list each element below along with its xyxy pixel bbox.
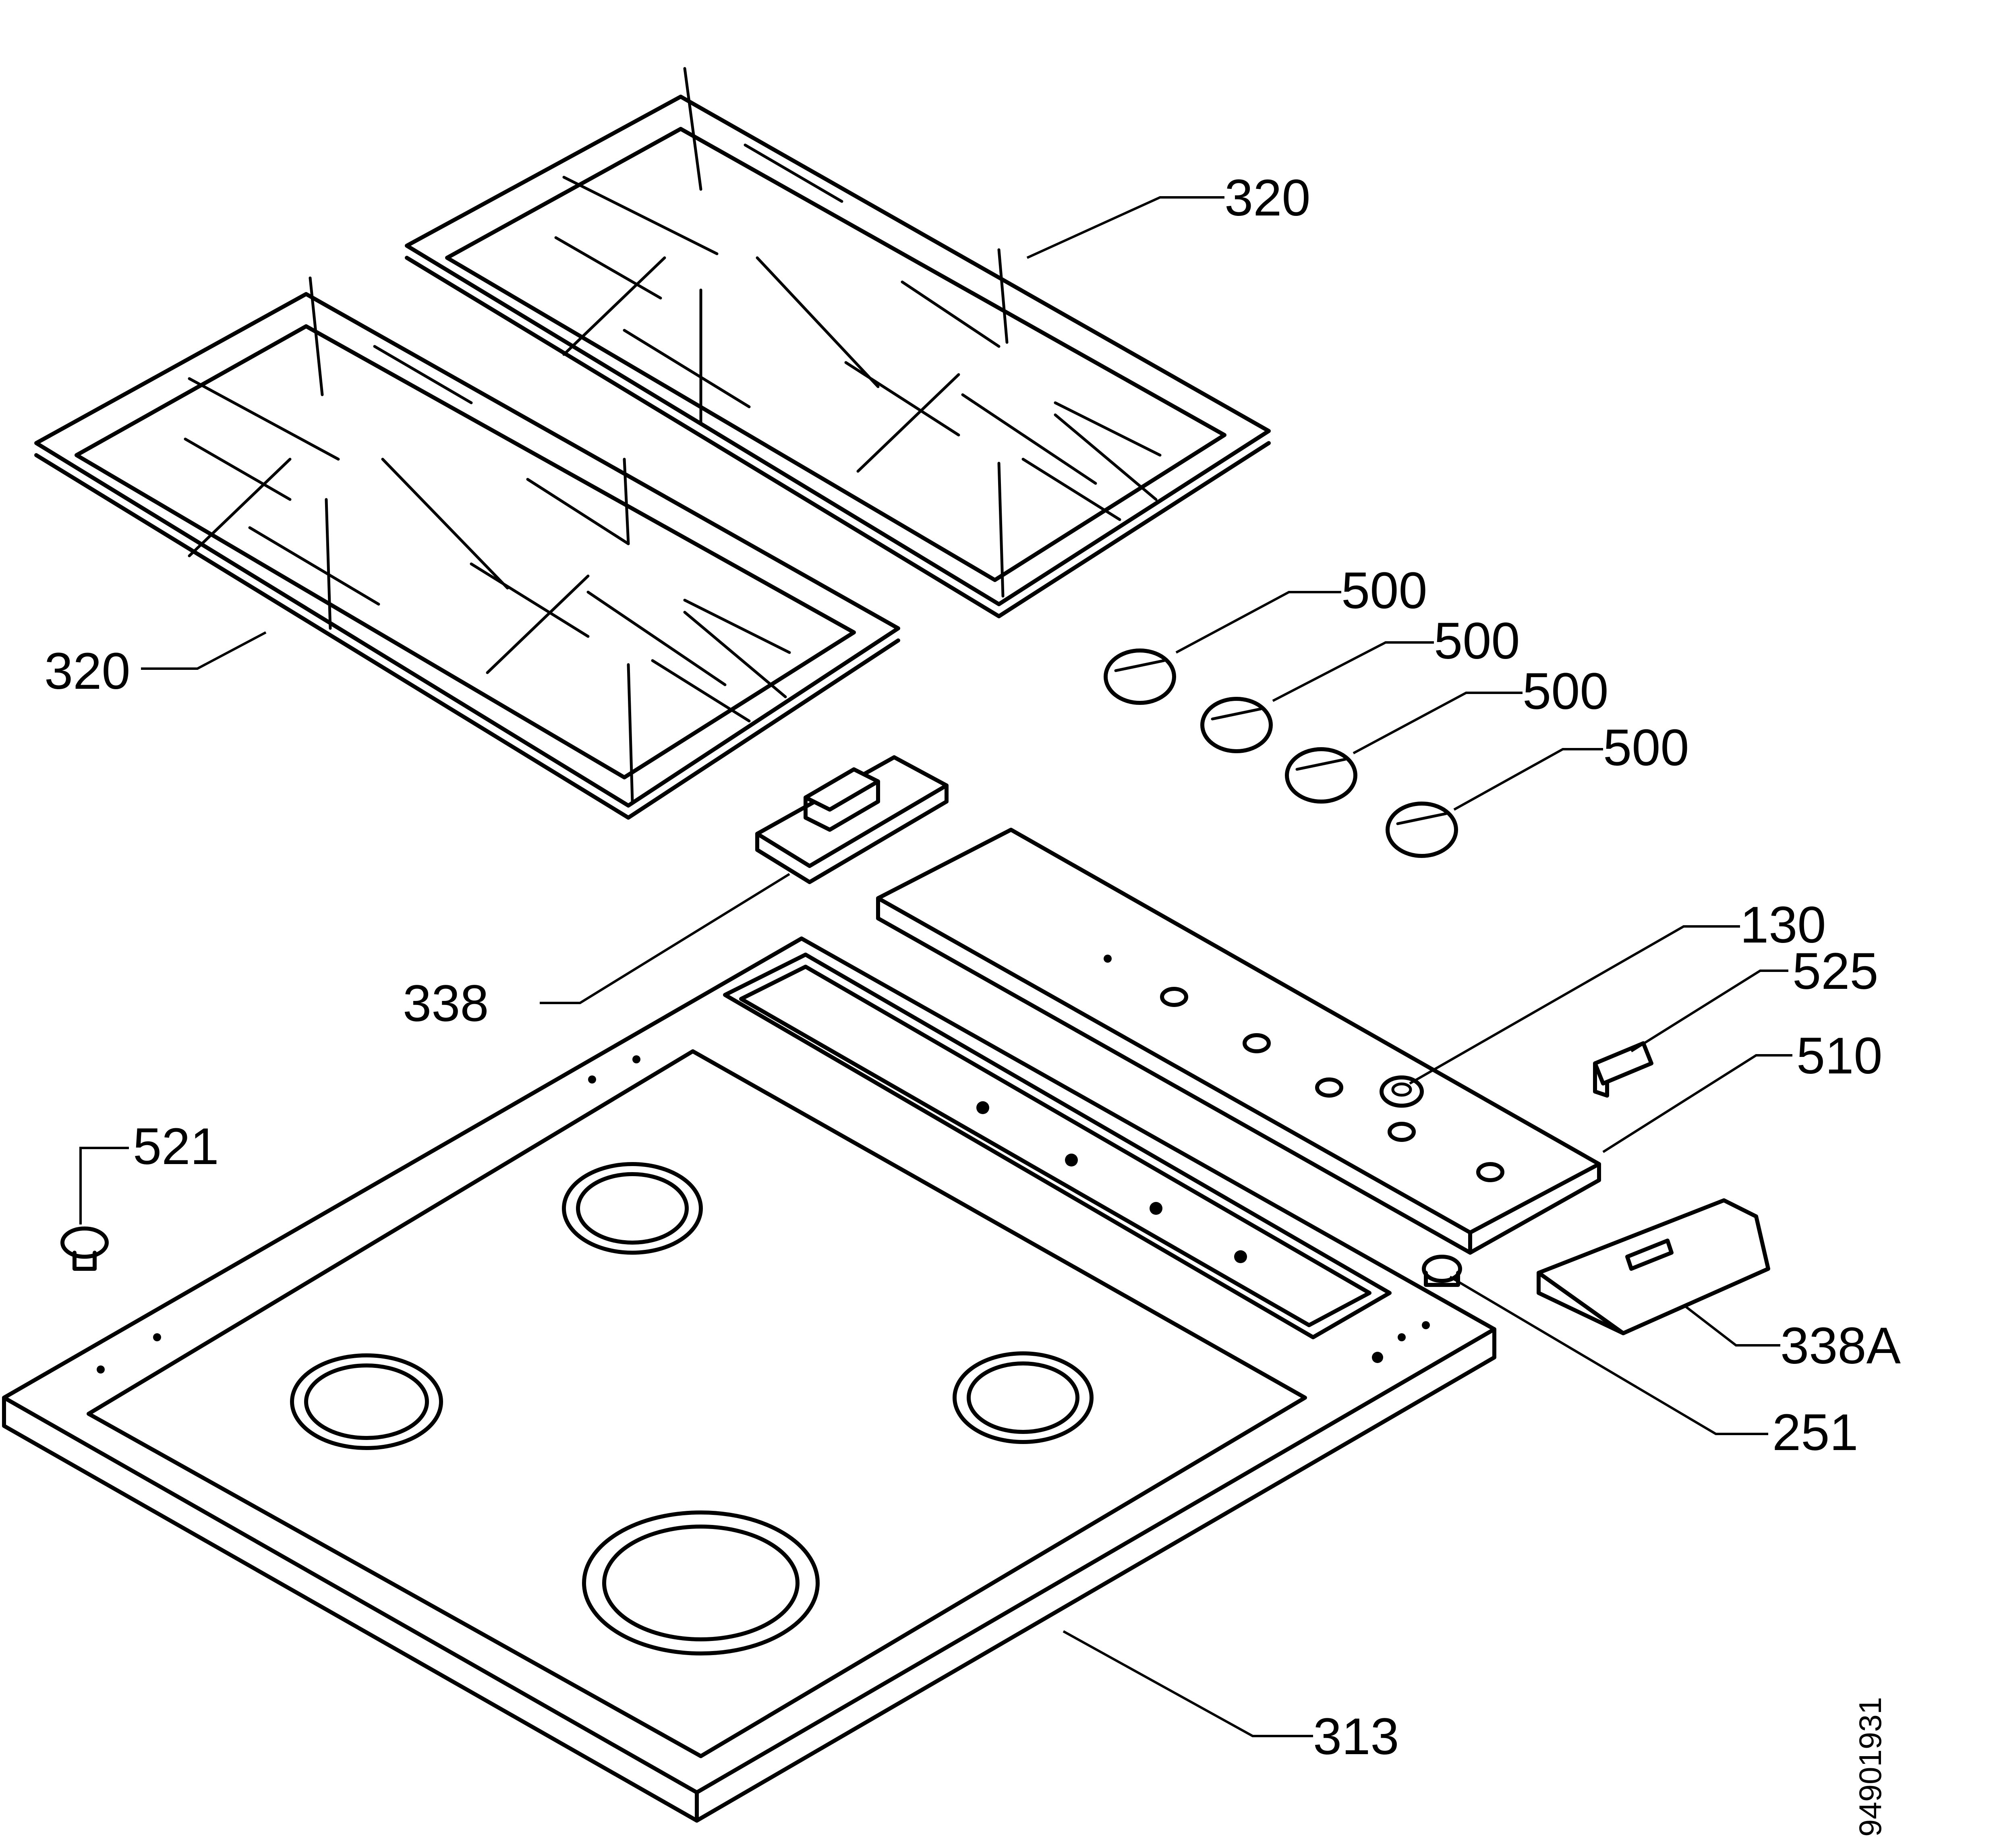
label-521: 521 [133,1118,219,1175]
end-bracket [1537,1198,1770,1335]
label-313: 313 [1313,1708,1399,1765]
panel-clip [1593,1041,1653,1098]
label-338a: 338A [1780,1317,1901,1375]
label-grate-front: 320 [44,642,131,700]
control-knob-4 [1386,802,1458,858]
front-pan-support-grate [34,276,900,820]
hob-top-plate [2,936,1496,1823]
rear-pan-support-grate [405,67,1271,618]
ignition-nipple [1422,1255,1462,1287]
control-knob-1 [1104,648,1176,705]
label-338: 338 [403,975,489,1032]
label-knob-4: 500 [1603,719,1689,777]
document-number: 94901931 [1852,1697,1888,1837]
leader-lines [79,196,1792,1737]
rubber-foot [60,1226,109,1271]
label-510: 510 [1796,1027,1883,1085]
control-knob-3 [1285,747,1357,804]
label-knob-3: 500 [1523,663,1609,720]
control-knobs [1104,648,1458,858]
control-knob-2 [1200,697,1273,753]
ignition-switch-bracket [755,755,949,884]
label-525: 525 [1792,943,1879,1000]
label-grate-rear: 320 [1224,169,1311,227]
label-knob-1: 500 [1341,562,1427,619]
control-panel-strip [876,828,1601,1255]
label-251: 251 [1772,1404,1858,1461]
knob-spindle-seal [1380,1075,1424,1108]
label-130: 130 [1740,896,1826,954]
label-knob-2: 500 [1434,612,1520,670]
